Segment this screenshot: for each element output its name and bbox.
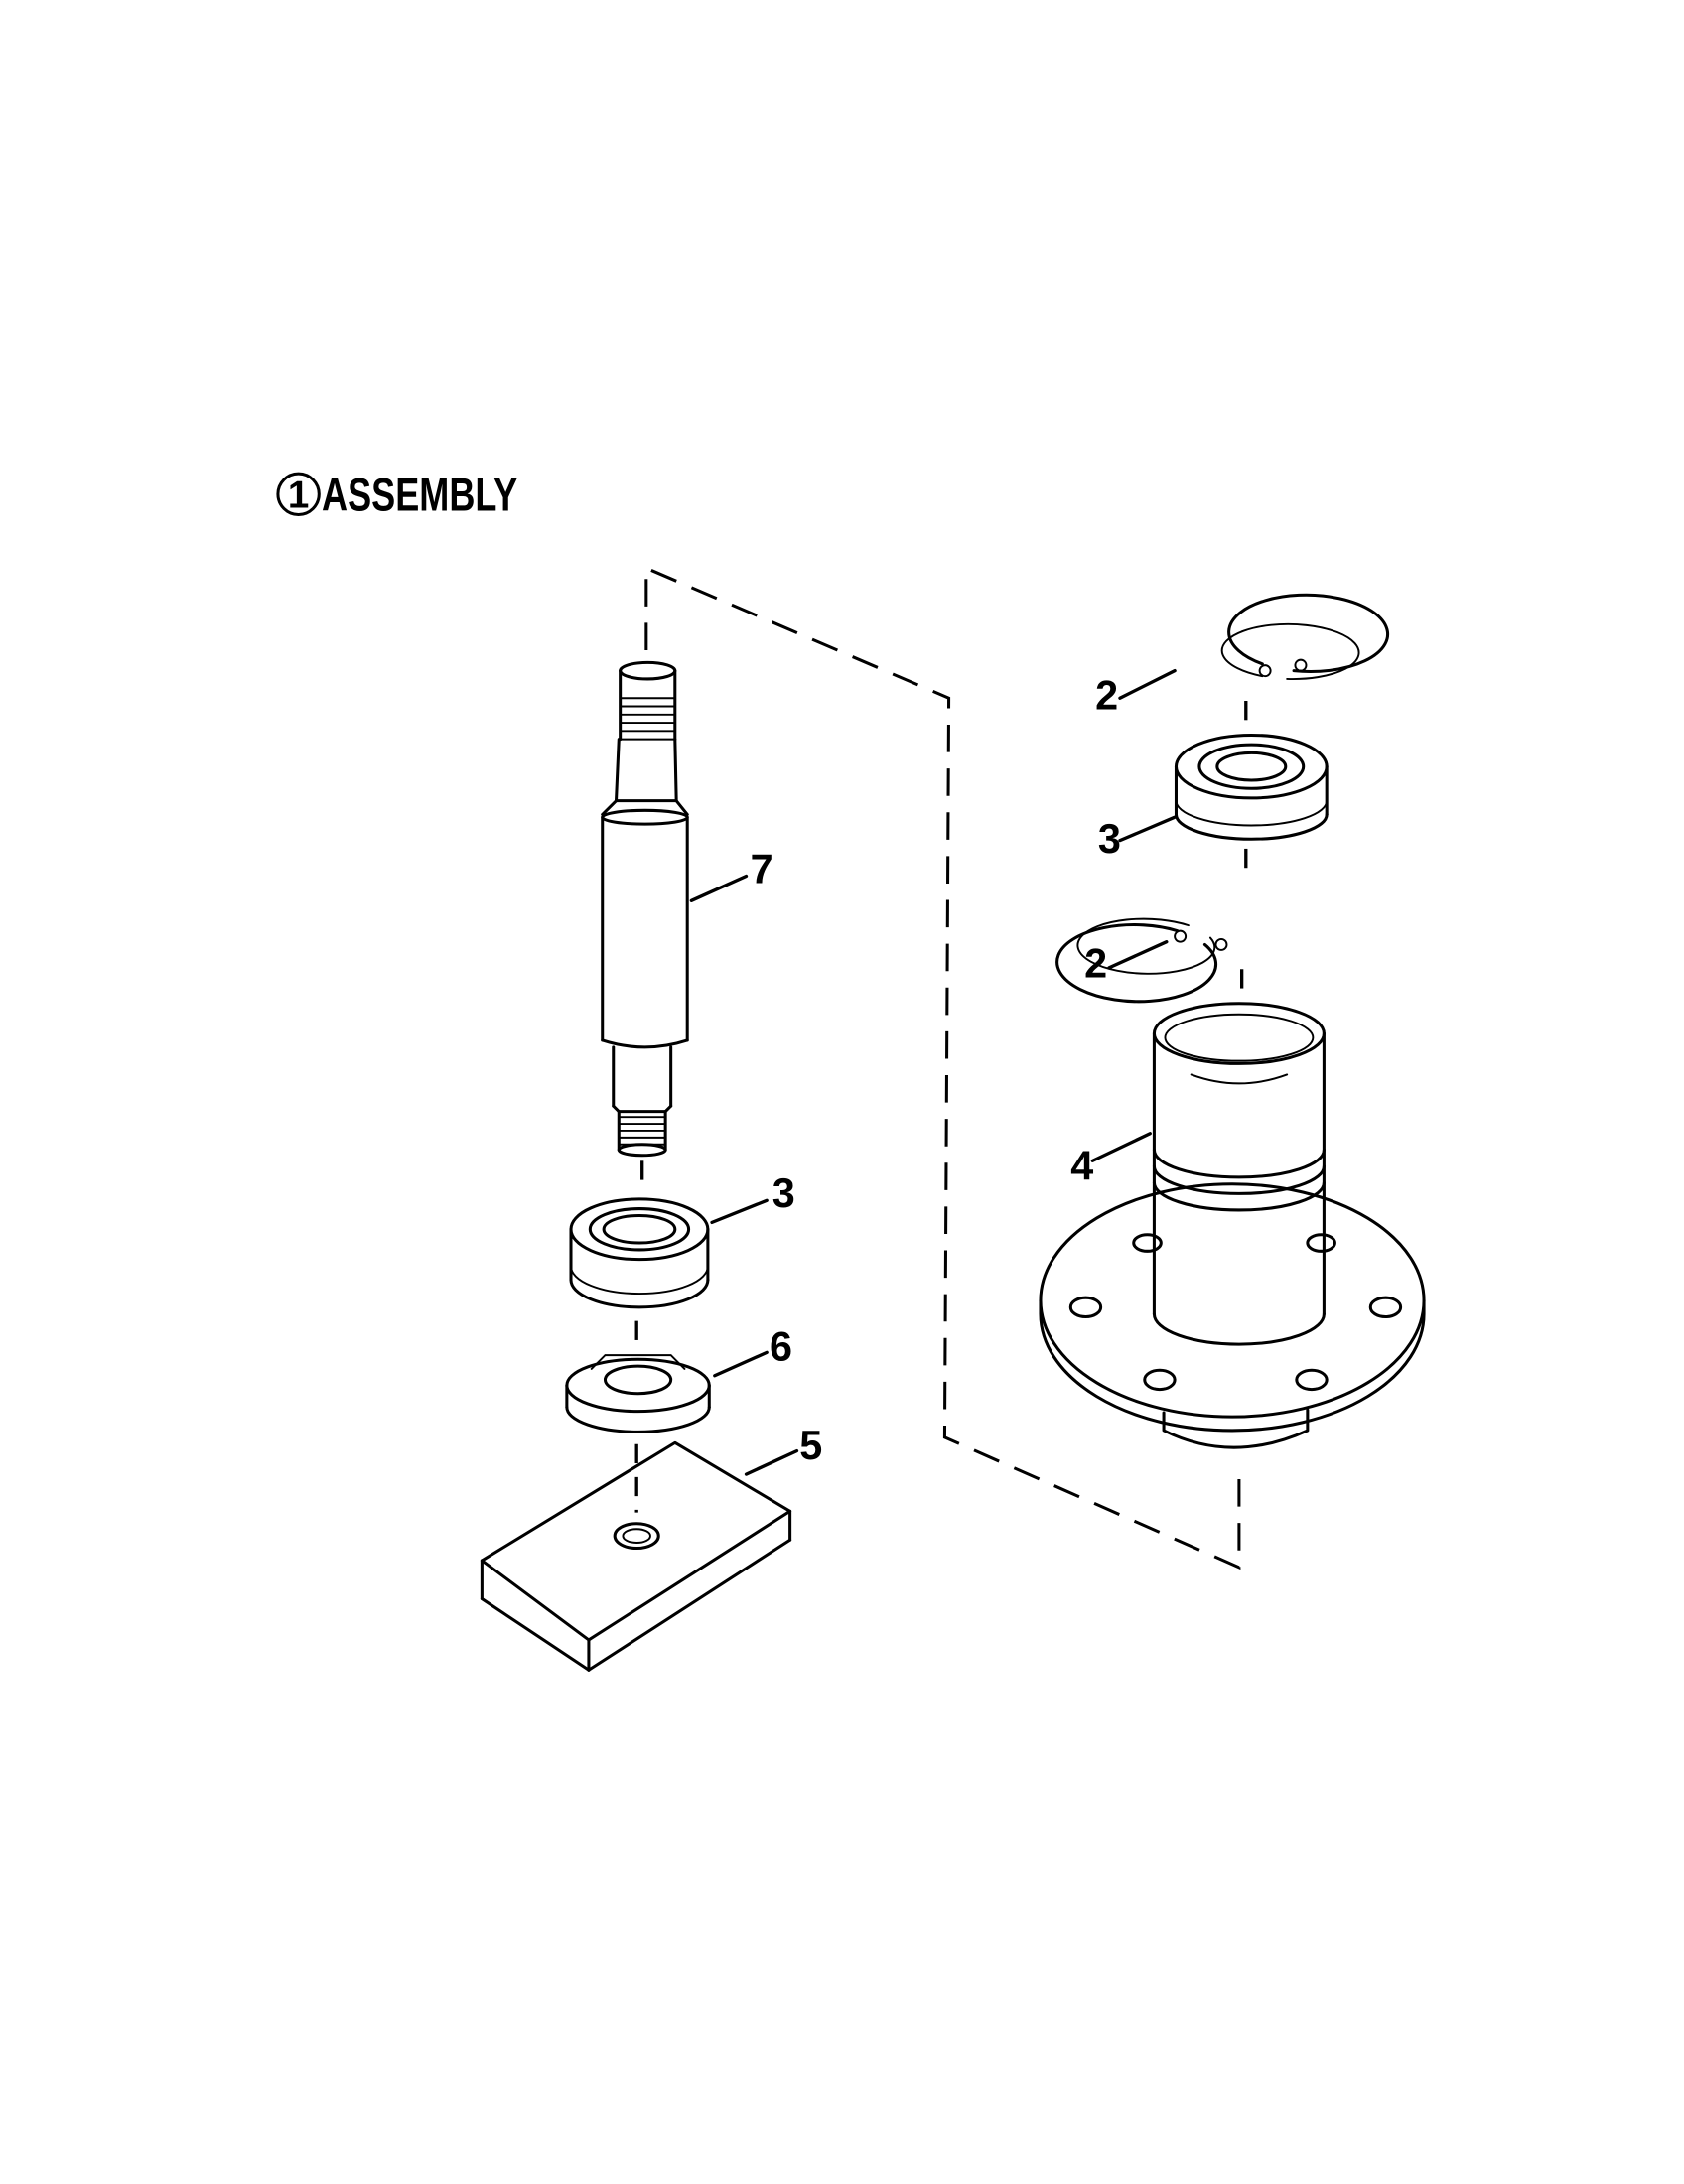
lower-retaining-ring (1055, 917, 1228, 1004)
bushing (565, 1354, 711, 1433)
lower-bearing (569, 1197, 710, 1309)
bushing-callout: 6 (770, 1324, 792, 1370)
bushing-leader (713, 1350, 769, 1378)
title-number-circle (276, 472, 321, 516)
lower-ring-leader (1107, 940, 1169, 970)
upper-ring-leader (1118, 669, 1177, 700)
housing-callout: 4 (1070, 1144, 1093, 1189)
assembly-title: 1 ASSEMBLY (276, 469, 517, 520)
mounting-block (480, 1440, 792, 1672)
upper-retaining-ring (1220, 593, 1390, 681)
lower-bearing-leader (710, 1198, 769, 1225)
block-callout: 5 (799, 1423, 822, 1468)
shaft-callout: 7 (751, 846, 773, 891)
upper-bearing (1174, 733, 1329, 841)
lower-bearing-callout: 3 (772, 1170, 795, 1216)
housing-leader (1090, 1132, 1152, 1162)
upper-ring-callout: 2 (1095, 672, 1118, 718)
upper-bearing-callout: 3 (1098, 816, 1121, 862)
spindle-housing (1039, 1002, 1426, 1449)
shaft (601, 660, 689, 1158)
title-number: 1 (288, 475, 309, 517)
lower-ring-callout: 2 (1084, 941, 1107, 987)
shaft-leader (689, 874, 749, 902)
upper-bearing-leader (1118, 815, 1177, 843)
assembly-guide-line (644, 565, 1241, 1570)
title-text: ASSEMBLY (322, 469, 517, 520)
block-leader (744, 1448, 799, 1476)
